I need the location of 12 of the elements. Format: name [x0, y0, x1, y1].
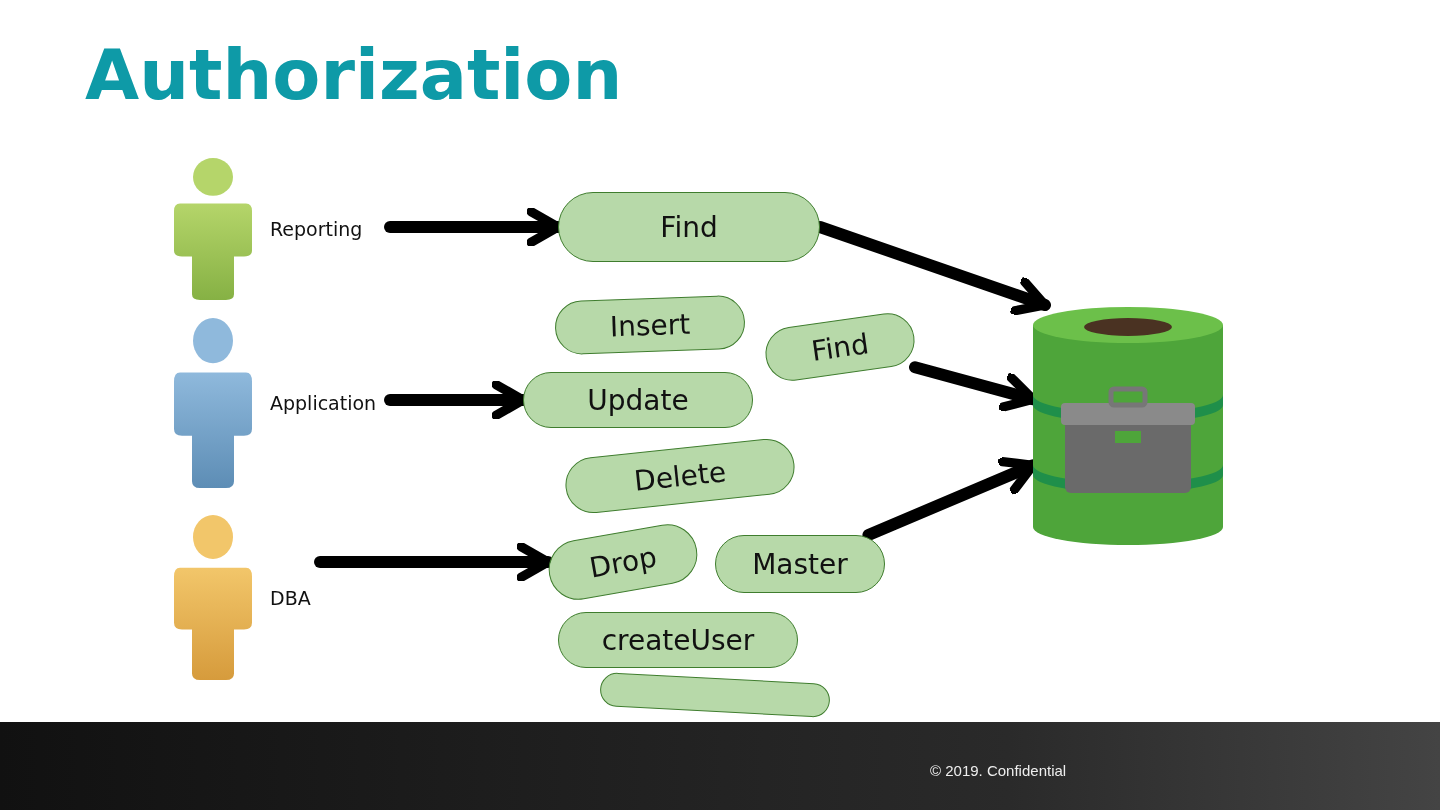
operation-pill: Master — [715, 535, 885, 593]
database-cylinder-drawing — [1033, 305, 1223, 545]
operation-pill: Find — [558, 192, 820, 262]
operation-pill: Insert — [554, 294, 746, 356]
slide-title: Authorization — [85, 34, 623, 116]
arrow — [314, 542, 554, 582]
operation-pill: createUser — [558, 612, 798, 668]
operation-pill: Update — [523, 372, 753, 428]
role-label: DBA — [270, 586, 311, 609]
role-label: Reporting — [270, 218, 363, 240]
copyright-note: © 2019. Confidential — [930, 762, 1067, 779]
role-label: Application — [270, 392, 377, 414]
